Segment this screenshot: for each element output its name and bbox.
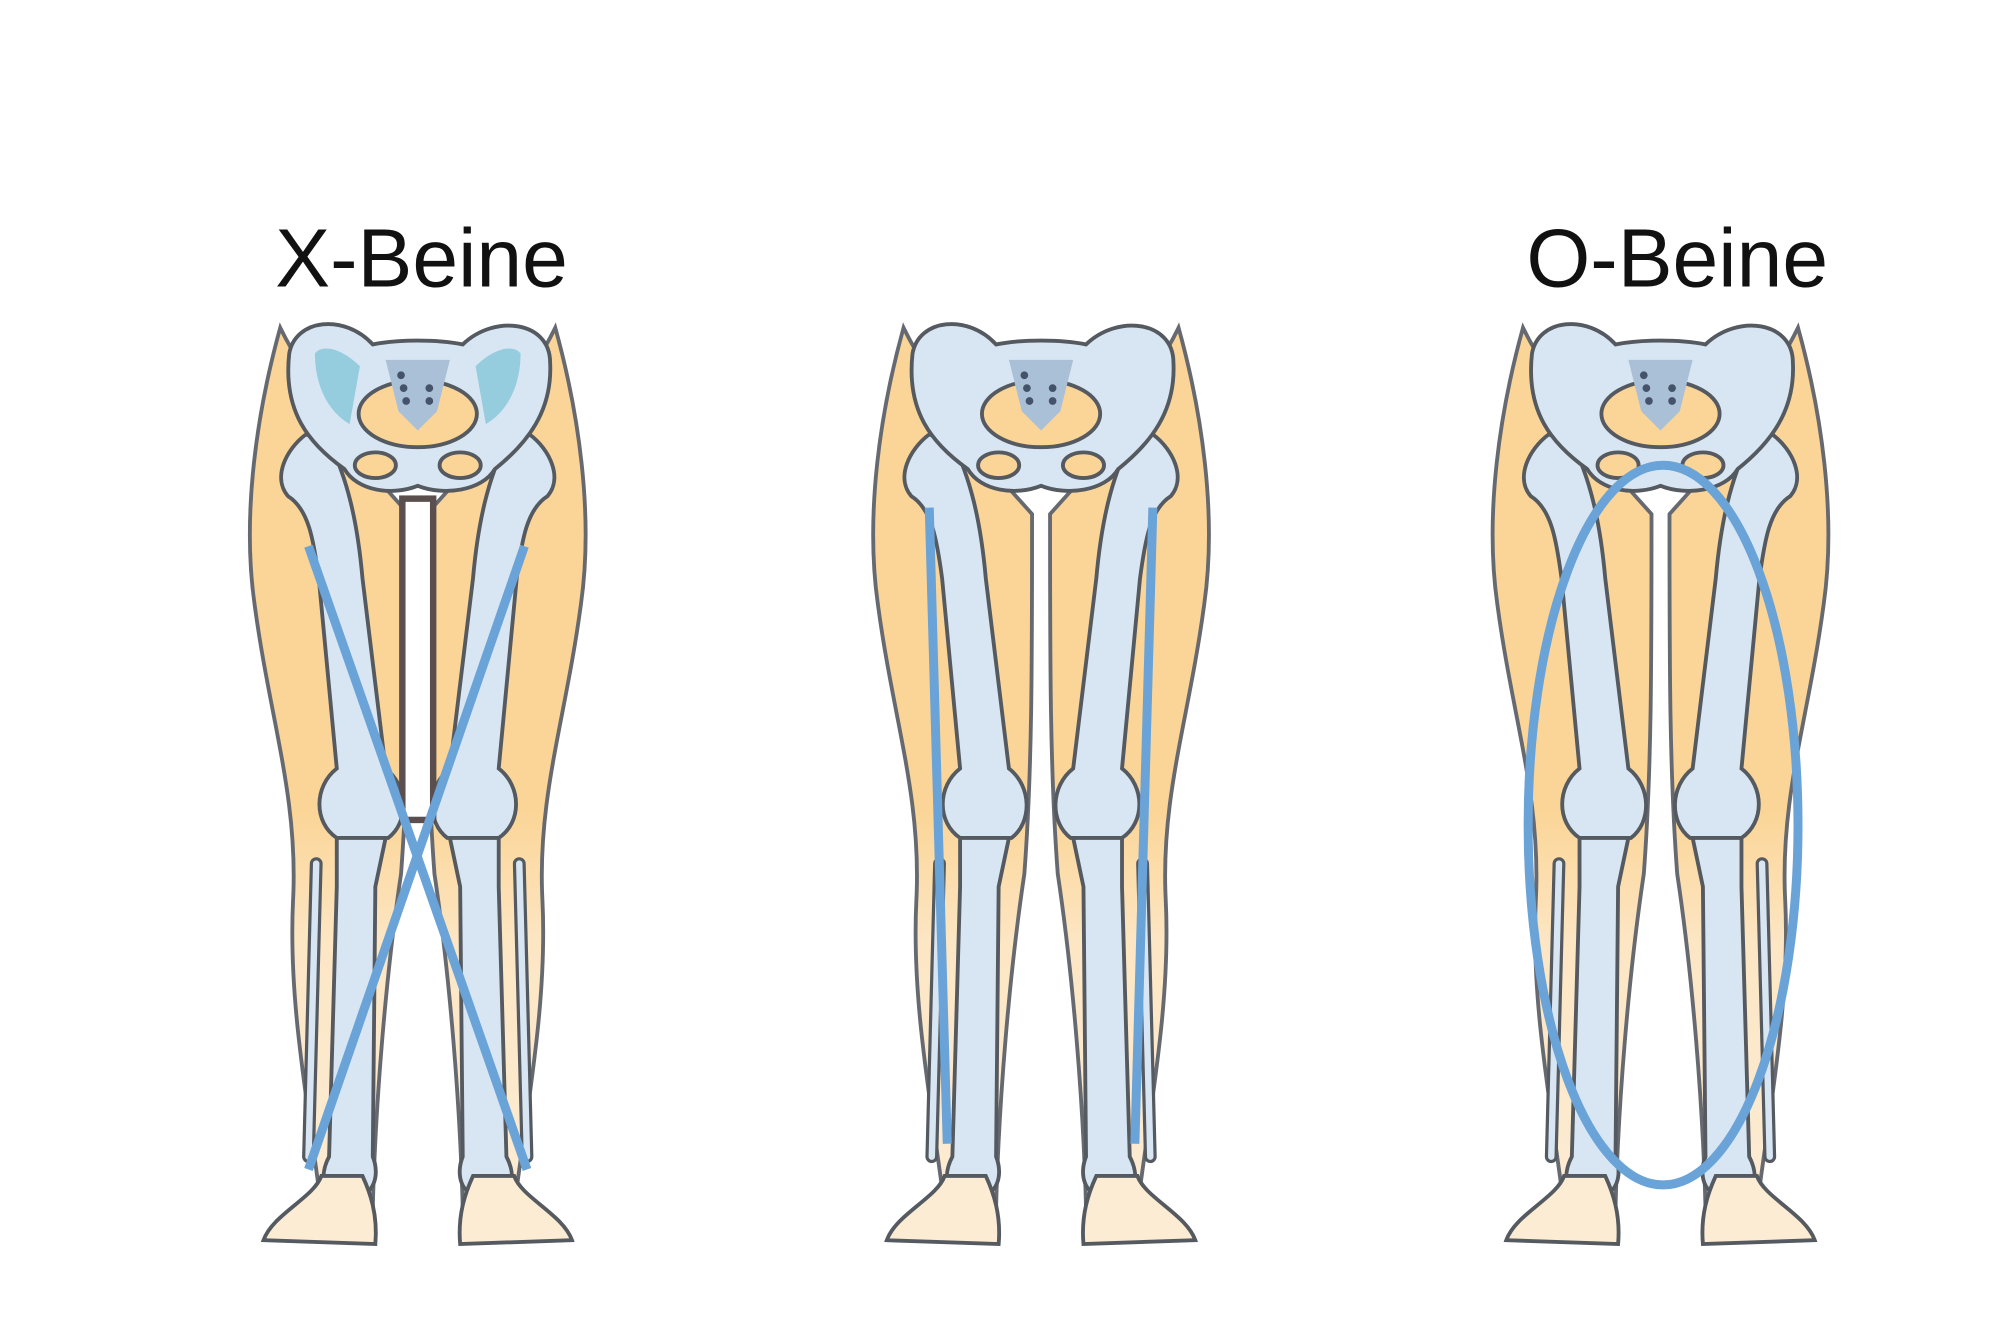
gap-stick [399,495,437,824]
axis-line-left [924,507,952,1144]
axis-line-right [1130,507,1158,1144]
title-o-legs: O-Beine [1526,214,1828,305]
axis-ellipse [1523,460,1803,1190]
pelvis-highlight [314,348,521,425]
legs-skeleton [873,324,1209,1244]
figure-o-legs [1493,324,1829,1244]
axis-line-right [304,544,529,1171]
title-x-legs: X-Beine [275,214,568,305]
figure-normal-legs [873,324,1209,1244]
figure-x-legs: X-Beine [250,214,586,1244]
